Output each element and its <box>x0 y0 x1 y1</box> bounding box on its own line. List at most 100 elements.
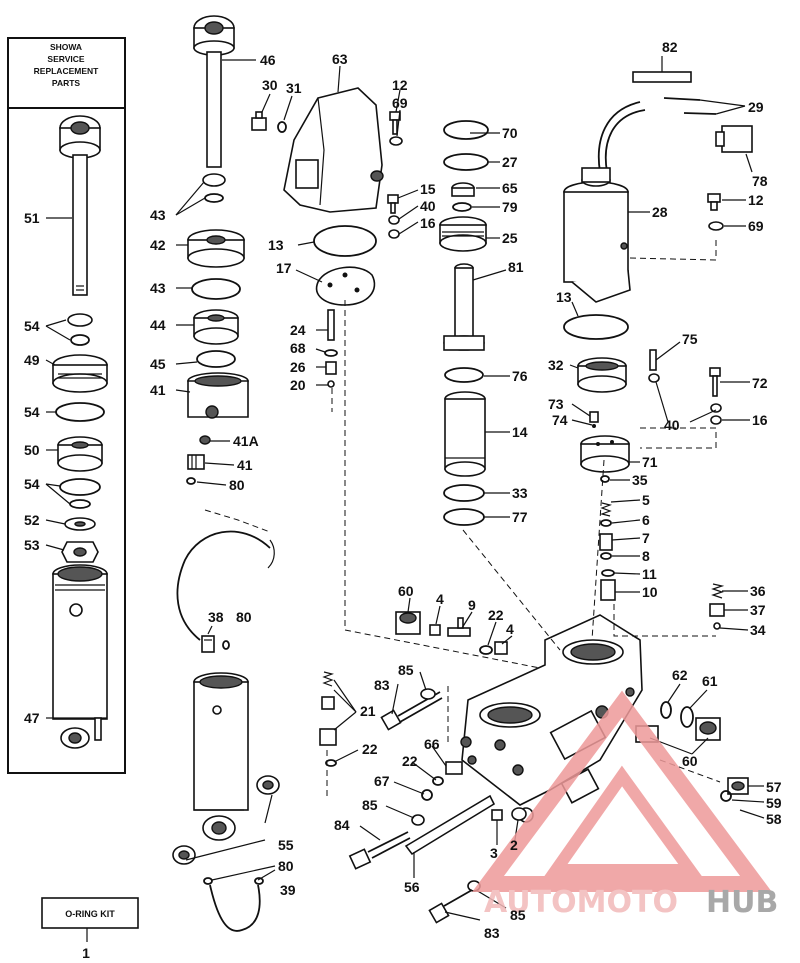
part-36-spring <box>711 583 725 599</box>
part-51-piston-rod <box>59 115 101 296</box>
label-46: 46 <box>260 52 276 68</box>
label-83-a: 83 <box>374 677 390 693</box>
label-50: 50 <box>24 442 40 458</box>
label-70: 70 <box>502 125 518 141</box>
label-83-b: 83 <box>484 925 500 941</box>
label-78: 78 <box>752 173 768 189</box>
part-42-gland <box>187 229 245 268</box>
part-59-oring <box>720 790 732 802</box>
label-51: 51 <box>24 210 40 226</box>
label-24: 24 <box>290 322 306 338</box>
label-4-a: 4 <box>436 591 444 607</box>
part-3-bushing <box>491 809 503 821</box>
part-32-coupling <box>577 357 627 393</box>
part-46-tilt-rod <box>193 15 235 168</box>
label-37: 37 <box>750 602 766 618</box>
part-61-oring <box>680 706 694 728</box>
part-4-spring-a <box>429 624 441 636</box>
label-41: 41 <box>150 382 166 398</box>
label-7: 7 <box>642 530 650 546</box>
part-82-label <box>632 71 692 83</box>
label-43-b: 43 <box>150 280 166 296</box>
part-16-washer <box>388 229 400 239</box>
part-66-fitting <box>445 761 463 775</box>
part-53-nut <box>61 541 99 563</box>
part-54-oring-mid <box>55 402 105 422</box>
label-11: 11 <box>642 566 657 582</box>
part-84-bolt <box>348 831 411 870</box>
part-5-spring <box>599 502 613 517</box>
part-52-washer <box>64 517 96 531</box>
part-21-plug-b <box>319 728 337 746</box>
part-50-piston <box>57 436 103 472</box>
label-66: 66 <box>424 736 440 752</box>
label-39: 39 <box>280 882 296 898</box>
label-22-a: 22 <box>488 607 504 623</box>
part-40-washer <box>388 215 400 225</box>
label-54-a: 54 <box>24 318 40 334</box>
label-74: 74 <box>552 412 568 428</box>
label-9: 9 <box>468 597 476 613</box>
label-69-b: 69 <box>748 218 764 234</box>
part-labels: 51 54 49 54 50 54 52 53 47 46 30 31 63 4… <box>24 39 782 941</box>
part-39-line <box>209 884 261 932</box>
part-85-washer-a <box>420 688 436 700</box>
label-16-a: 16 <box>420 215 436 231</box>
part-81-shaft <box>443 263 485 351</box>
label-43-a: 43 <box>150 207 166 223</box>
part-2-bushing <box>511 807 527 821</box>
label-17: 17 <box>276 260 292 276</box>
label-82: 82 <box>662 39 678 55</box>
guide-line-b <box>462 529 561 651</box>
part-49-gland <box>52 354 108 393</box>
pump-stack <box>439 120 489 526</box>
part-79-oring <box>452 202 472 212</box>
label-6: 6 <box>642 512 650 528</box>
label-25: 25 <box>502 230 518 246</box>
label-33: 33 <box>512 485 528 501</box>
part-37-plug <box>709 603 725 617</box>
label-5: 5 <box>642 492 650 508</box>
part-72-bolt <box>709 367 721 397</box>
part-62-oring <box>660 701 672 719</box>
part-24-pin <box>327 309 335 341</box>
guide-line-c <box>591 459 605 641</box>
label-16-b: 16 <box>752 412 768 428</box>
label-84: 84 <box>334 817 350 833</box>
label-81: 81 <box>508 259 524 275</box>
part-9-valve <box>447 617 471 637</box>
part-17-plate <box>315 266 376 306</box>
box-title-line-4: PARTS <box>52 78 81 88</box>
part-15-screw <box>387 194 399 214</box>
label-80-b: 80 <box>236 609 252 625</box>
part-78-connector <box>715 125 753 153</box>
part-35-oring <box>600 475 610 483</box>
label-8: 8 <box>642 548 650 564</box>
part-21-spring-a <box>322 671 335 687</box>
part-12-bolt-a <box>389 111 401 135</box>
guide-line-a <box>344 300 541 669</box>
part-75-bolt <box>649 349 657 371</box>
watermark-text-automoto: AUTOMOTO <box>484 885 678 920</box>
part-13-gasket-b <box>563 314 629 340</box>
label-67: 67 <box>374 773 390 789</box>
label-53: 53 <box>24 537 40 553</box>
part-22-oring-b <box>325 759 337 767</box>
label-63: 63 <box>332 51 348 67</box>
part-11-oring <box>601 569 615 577</box>
label-62: 62 <box>672 667 688 683</box>
label-68: 68 <box>290 340 306 356</box>
tilt-rod-assembly <box>172 15 280 932</box>
part-28-motor <box>563 167 631 303</box>
label-3: 3 <box>490 845 498 861</box>
label-72: 72 <box>752 375 768 391</box>
label-80-c: 80 <box>278 858 294 874</box>
label-40-a: 40 <box>420 198 436 214</box>
part-25-pump-top <box>439 216 487 252</box>
label-10: 10 <box>642 584 658 600</box>
part-43-seal <box>202 173 226 187</box>
label-85-b: 85 <box>362 797 378 813</box>
part-30-screw <box>251 111 267 131</box>
part-70-oring <box>443 120 489 140</box>
